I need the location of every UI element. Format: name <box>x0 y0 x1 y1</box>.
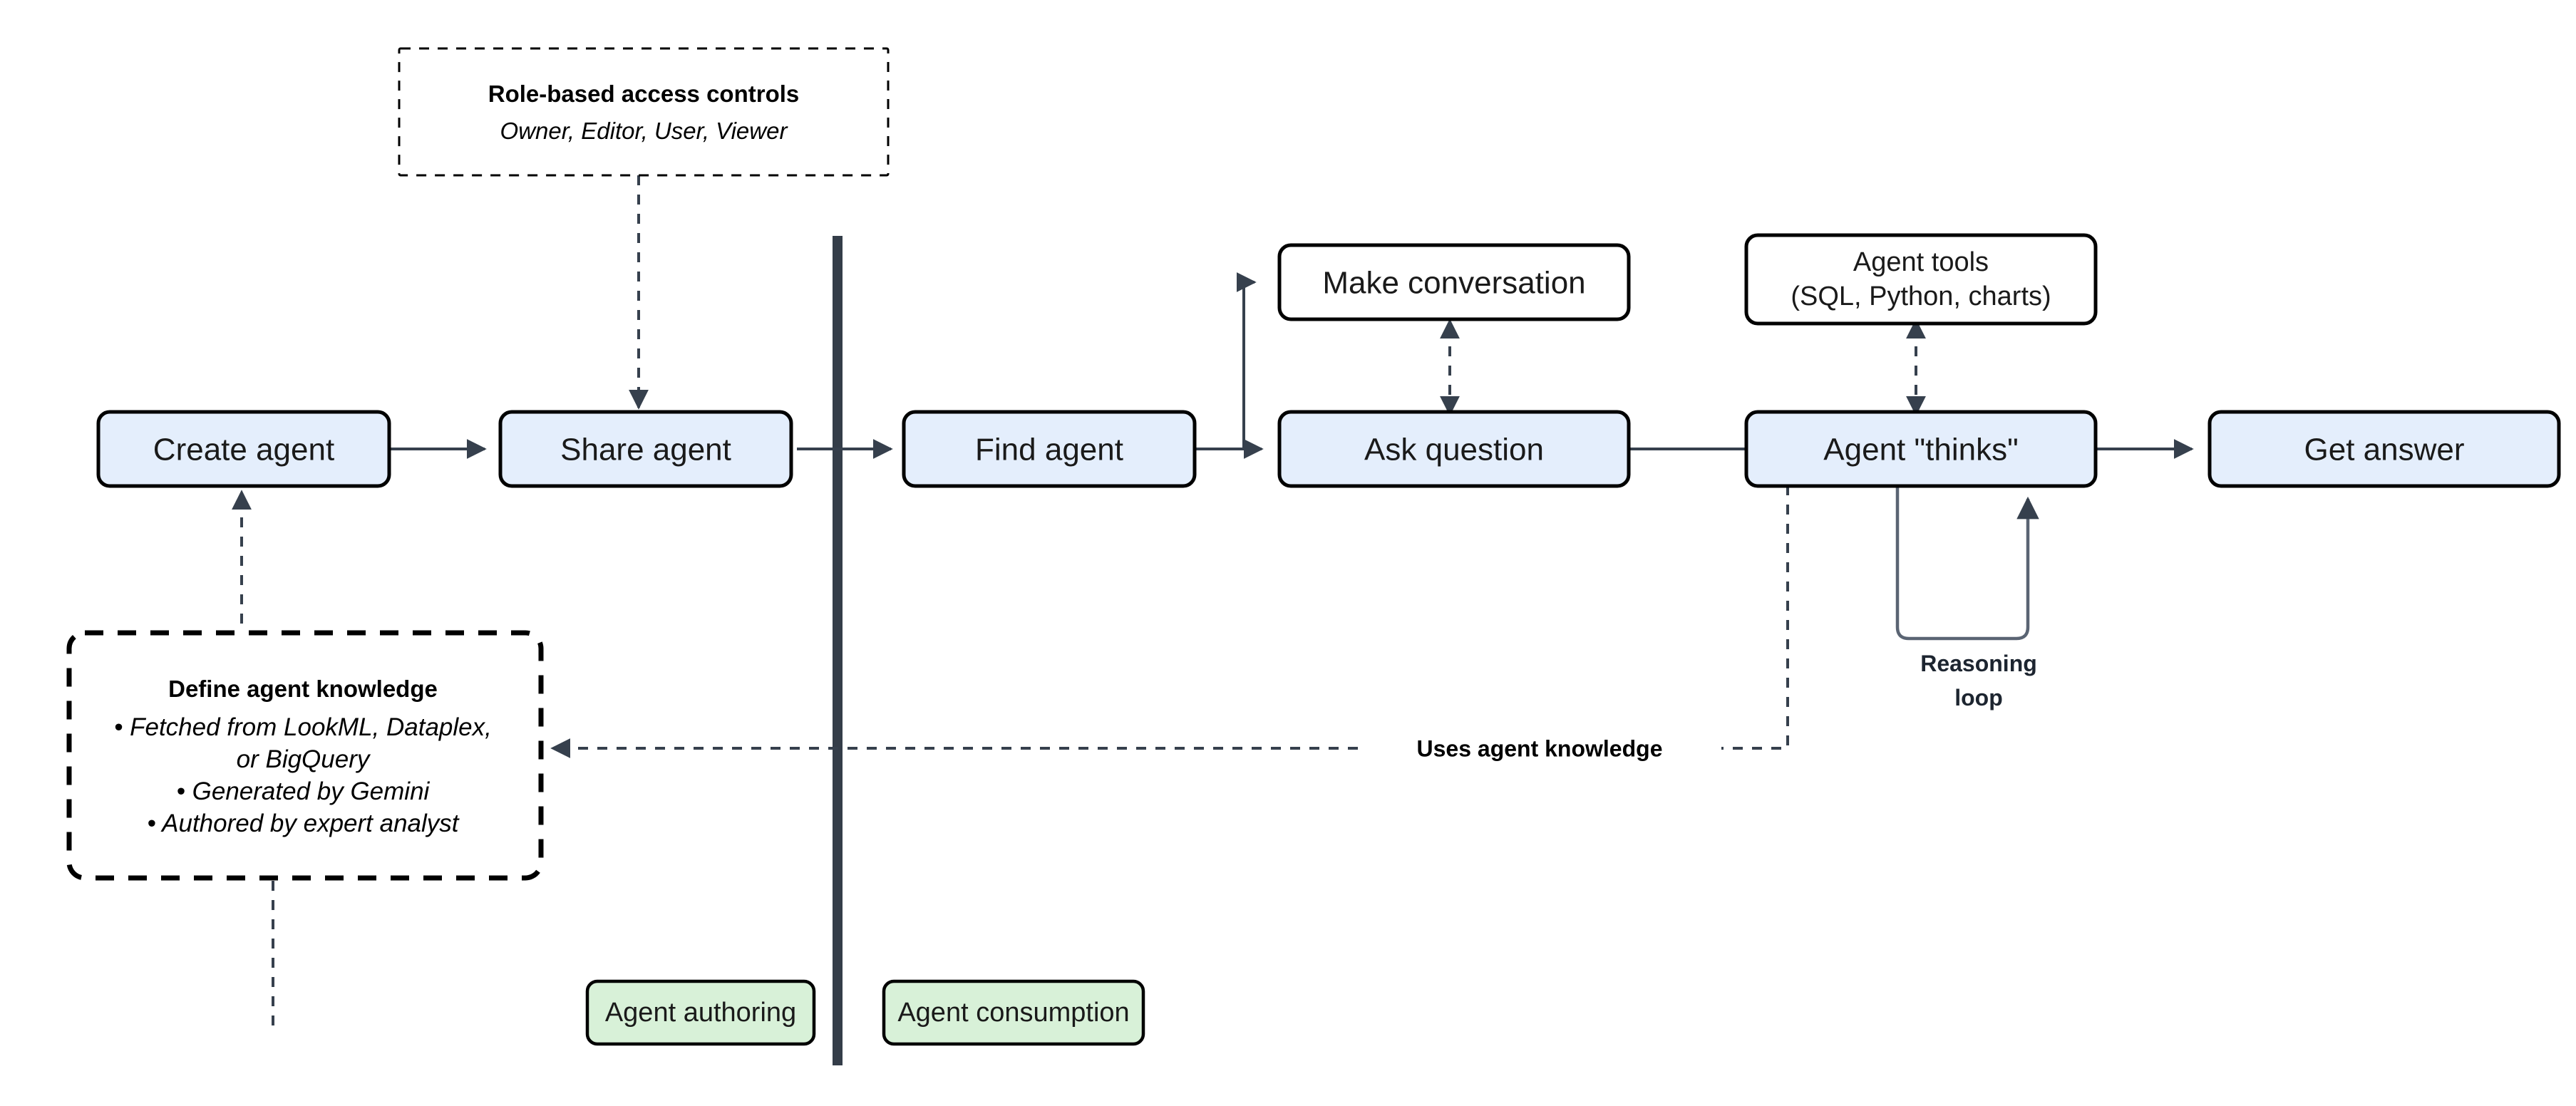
legend-agent-authoring-label: Agent authoring <box>605 998 796 1028</box>
node-ask-question-label: Ask question <box>1364 433 1544 467</box>
legend-agent-consumption-label: Agent consumption <box>897 998 1129 1028</box>
connector-knowledge-to-create <box>232 490 274 1032</box>
node-make-conversation-label: Make conversation <box>1322 266 1585 301</box>
node-share-agent-label: Share agent <box>560 433 731 467</box>
connector-reasoning-loop <box>1895 485 2039 641</box>
knowledge-bullet-3: • Authored by expert analyst <box>147 810 459 837</box>
node-agent-tools[interactable]: Agent tools (SQL, Python, charts) <box>1744 233 2098 326</box>
node-create-agent[interactable]: Create agent <box>96 410 391 488</box>
node-agent-tools-line2: (SQL, Python, charts) <box>1791 281 2051 311</box>
node-create-agent-label: Create agent <box>153 433 334 467</box>
node-agent-thinks[interactable]: Agent "thinks" <box>1744 410 2098 488</box>
node-find-agent[interactable]: Find agent <box>902 410 1197 488</box>
label-reasoning-loop: Reasoning loop <box>1920 651 2037 710</box>
node-agent-thinks-label: Agent "thinks" <box>1823 433 2018 467</box>
uses-agent-knowledge-text: Uses agent knowledge <box>1417 735 1663 761</box>
annotation-knowledge: Define agent knowledge • Fetched from Lo… <box>66 630 544 881</box>
node-share-agent[interactable]: Share agent <box>498 410 793 488</box>
legend-agent-consumption[interactable]: Agent consumption <box>882 979 1145 1046</box>
knowledge-bullet-2: • Generated by Gemini <box>177 777 431 805</box>
node-ask-question[interactable]: Ask question <box>1277 410 1631 488</box>
label-uses-agent-knowledge: Uses agent knowledge <box>1358 731 1721 767</box>
knowledge-title: Define agent knowledge <box>168 676 438 702</box>
reasoning-loop-line2: loop <box>1954 685 2003 710</box>
rbac-subtitle: Owner, Editor, User, Viewer <box>500 118 789 144</box>
rbac-title: Role-based access controls <box>488 81 800 107</box>
section-divider-bar <box>833 236 843 1065</box>
knowledge-bullet-1: or BigQuery <box>237 745 371 773</box>
connector-uses-agent-knowledge <box>550 485 1789 758</box>
annotation-rbac: Role-based access controls Owner, Editor… <box>398 47 890 177</box>
node-get-answer-label: Get answer <box>2304 433 2465 467</box>
node-make-conversation[interactable]: Make conversation <box>1277 243 1631 321</box>
reasoning-loop-line1: Reasoning <box>1920 651 2037 676</box>
connector-find-branch <box>1194 272 1264 459</box>
node-get-answer[interactable]: Get answer <box>2207 410 2561 488</box>
node-find-agent-label: Find agent <box>975 433 1123 467</box>
legend-agent-authoring[interactable]: Agent authoring <box>585 979 816 1046</box>
node-agent-tools-line1: Agent tools <box>1853 247 1989 277</box>
knowledge-bullet-0: • Fetched from LookML, Dataplex, <box>114 713 492 741</box>
